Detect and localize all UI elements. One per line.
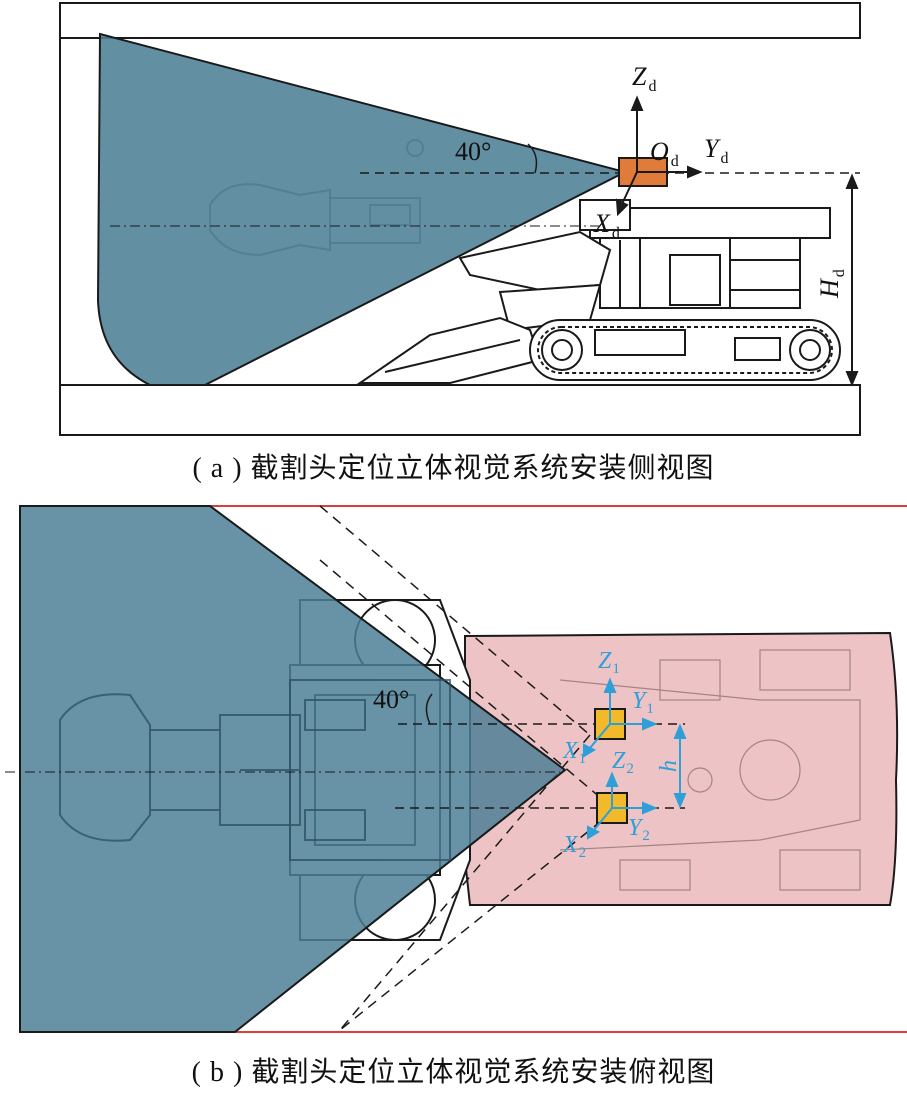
caption-top-view: ( b ) 截割头定位立体视觉系统安装俯视图 <box>191 1057 716 1088</box>
tunnel-roof <box>59 2 861 39</box>
cam1-z-label: Z1 <box>598 648 620 677</box>
side-field-of-view <box>96 32 628 386</box>
cam1-x-label: X1 <box>562 738 586 767</box>
camera2-axes <box>587 771 658 840</box>
cam2-z-label: Z2 <box>612 748 634 777</box>
baseline-label: h <box>656 760 682 772</box>
caption-side-view: ( a ) 截割头定位立体视觉系统安装侧视图 <box>192 453 715 484</box>
cutting-head-top <box>59 679 451 861</box>
height-dimension <box>845 173 859 387</box>
angle-label-top: 40° <box>373 685 409 714</box>
height-label: Hd <box>815 269 848 299</box>
cam2-x-label: X2 <box>562 832 586 861</box>
angle-label-side: 40° <box>455 137 491 166</box>
top-view-panel: 40° Z1 Y1 X1 Z2 Y2 X2 <box>5 505 907 1033</box>
cam1-y-label: Y1 <box>632 688 654 717</box>
angle-arc-side <box>527 143 538 174</box>
machine-body-top <box>464 631 899 906</box>
side-axes <box>615 95 703 217</box>
baseline-dimension <box>673 723 687 809</box>
fov-boundaries <box>319 505 616 1031</box>
camera1-axes <box>583 677 658 758</box>
roadheader-side-drawing <box>209 139 841 384</box>
tunnel-floor <box>59 384 861 436</box>
angle-arc-top <box>425 693 433 725</box>
cam2-y-label: Y2 <box>628 815 650 844</box>
machine-internal-lines <box>559 649 861 891</box>
